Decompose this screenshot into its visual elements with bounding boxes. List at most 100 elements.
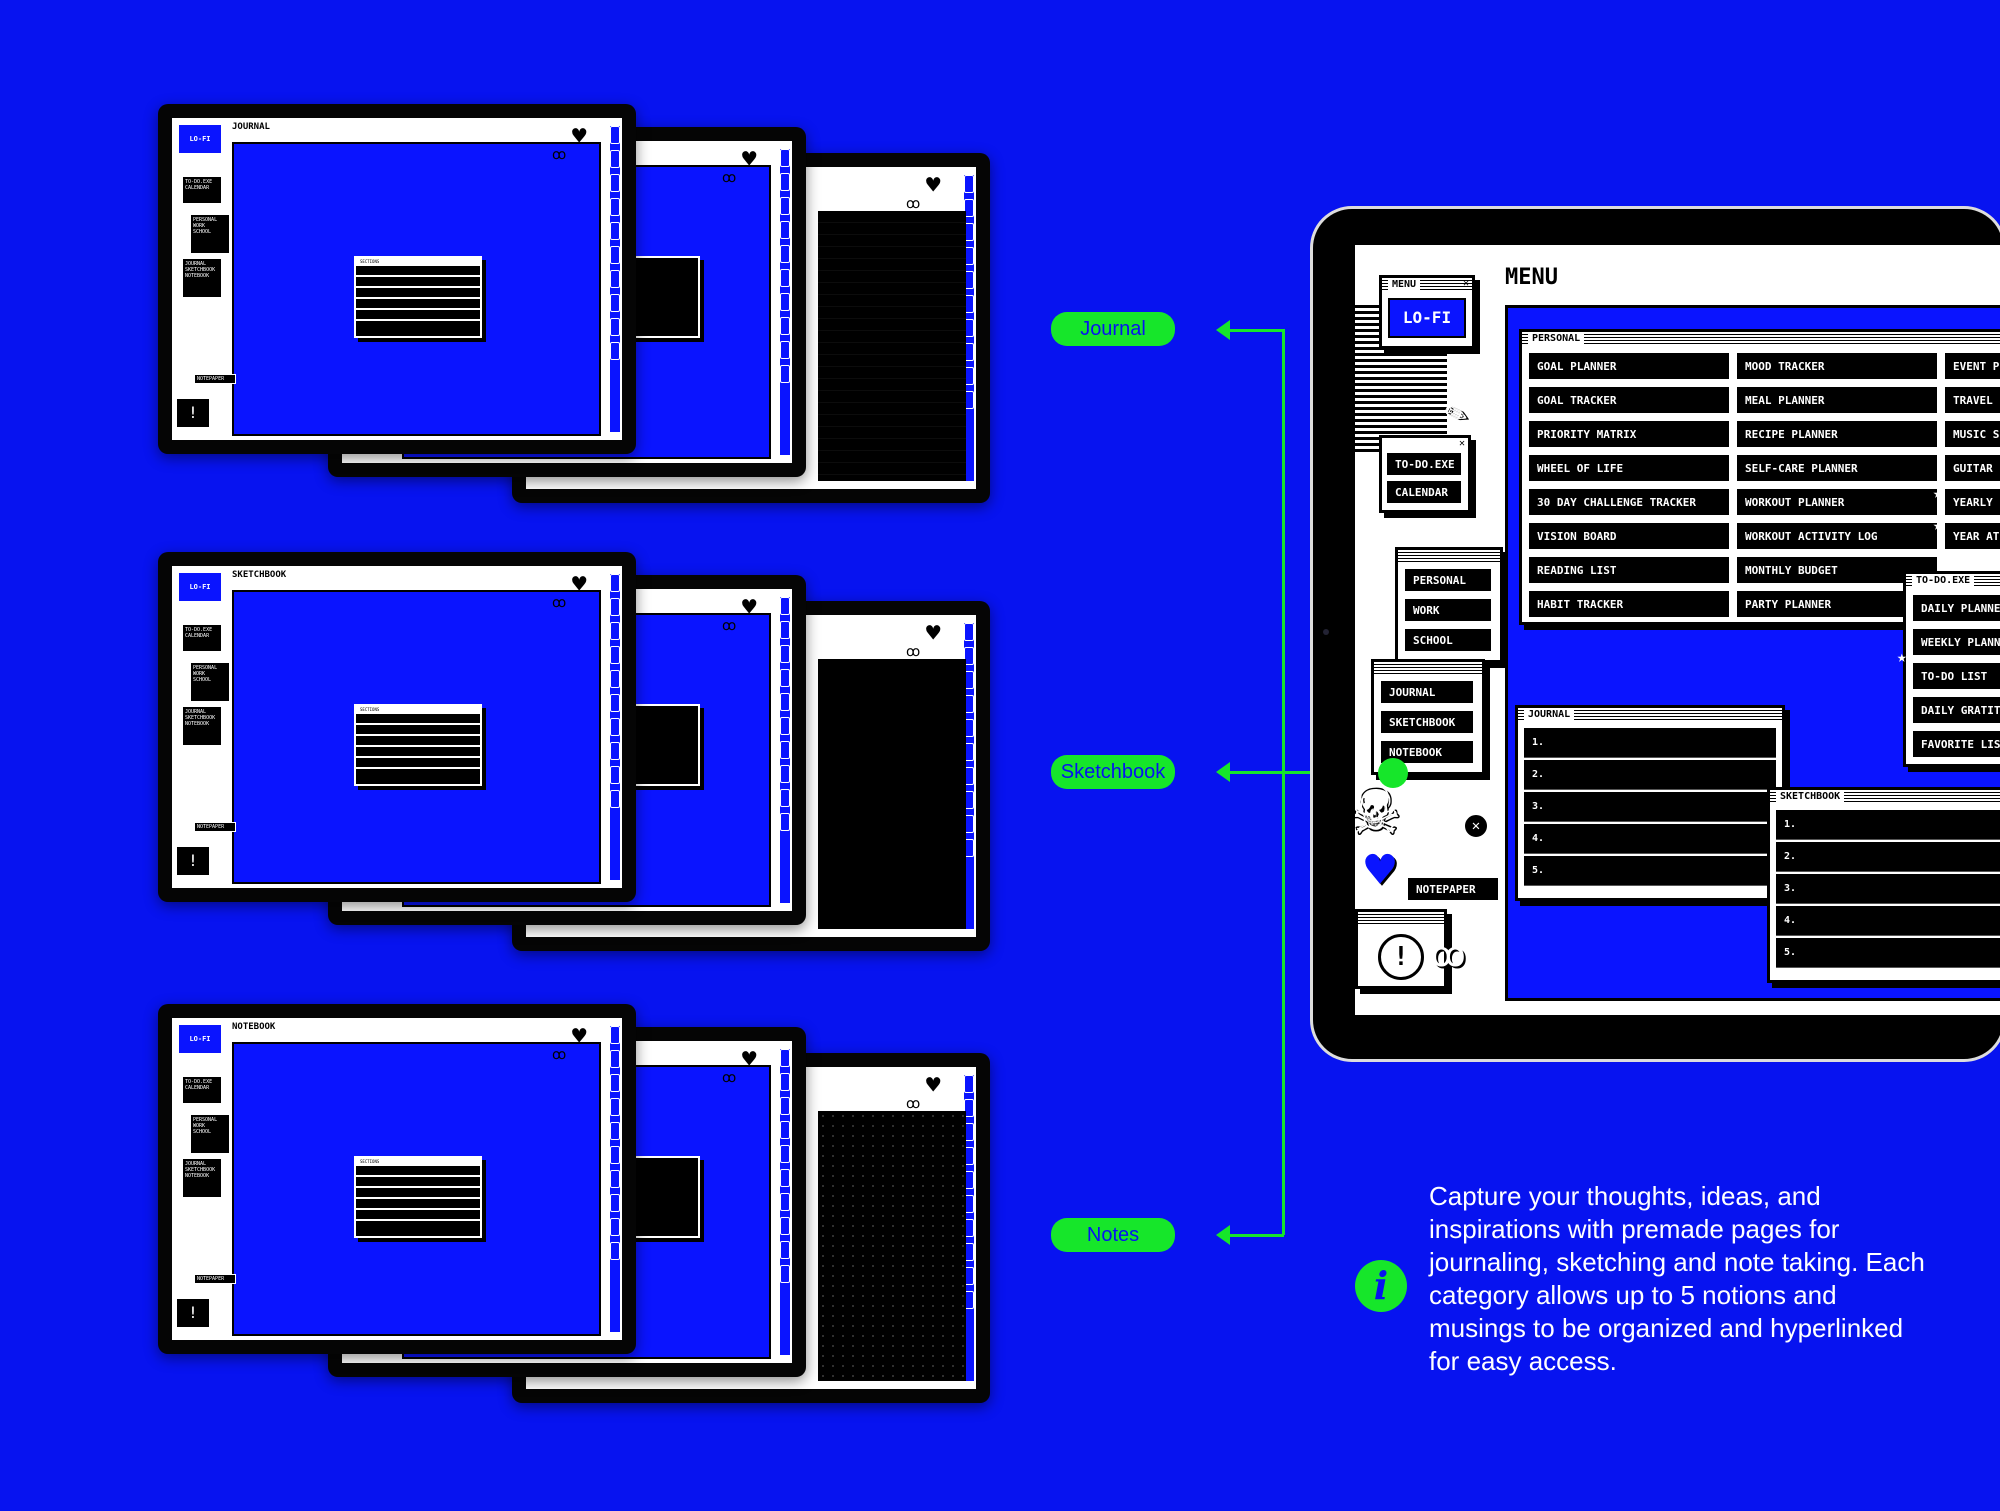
star-icon: ★ <box>1897 647 1907 666</box>
journal-row[interactable]: 1. <box>1524 728 1776 758</box>
menu-item[interactable]: GOAL PLANNER <box>1528 352 1730 380</box>
sketchbook-row[interactable]: 2. <box>1776 842 2000 872</box>
section-row[interactable] <box>356 1199 480 1210</box>
todo-item[interactable]: TO-DO LIST <box>1912 662 2000 690</box>
menu-item[interactable]: YEAR AT <box>1944 522 2000 550</box>
notepaper-button[interactable]: NOTEPAPER <box>1407 877 1499 901</box>
menu-item[interactable]: GUITAR N <box>1944 454 2000 482</box>
journal-row[interactable]: 3. <box>1524 792 1776 822</box>
heart-icon: ♥ <box>742 593 757 621</box>
menu-item[interactable]: 30 DAY CHALLENGE TRACKER <box>1528 488 1730 516</box>
skull-icon: ☠ <box>172 772 189 805</box>
todo-item[interactable]: WEEKLY PLANNER <box>1912 628 2000 656</box>
menu-item[interactable]: MUSIC SE <box>1944 420 2000 448</box>
todo-item[interactable]: DAILY GRATITU <box>1912 696 2000 724</box>
black-blank-page <box>818 659 966 929</box>
camera-dot <box>1323 629 1329 635</box>
todo-item[interactable]: FAVORITE LIST <box>1912 730 2000 758</box>
section-row[interactable] <box>356 747 480 758</box>
menu-item[interactable]: WHEEL OF LIFE <box>1528 454 1730 482</box>
pages-window-header <box>1374 662 1482 676</box>
section-row[interactable] <box>356 266 480 277</box>
heart-icon: ♥ <box>926 1071 941 1099</box>
section-row[interactable] <box>356 277 480 288</box>
journal-button[interactable]: JOURNAL <box>1380 680 1474 704</box>
menu-item[interactable]: WORKOUT PLANNER <box>1736 488 1938 516</box>
menu-item[interactable]: WORKOUT ACTIVITY LOG <box>1736 522 1938 550</box>
section-row[interactable] <box>356 299 480 310</box>
heart-icon: ♥ <box>742 145 757 173</box>
menu-item[interactable]: GOAL TRACKER <box>1528 386 1730 414</box>
section-row[interactable] <box>356 1210 480 1221</box>
menu-item[interactable]: PRIORITY MATRIX <box>1528 420 1730 448</box>
notebook-button[interactable]: NOTEBOOK <box>1380 740 1474 764</box>
personal-button[interactable]: PERSONAL <box>1404 568 1492 592</box>
journal-row[interactable]: 4. <box>1524 824 1776 854</box>
section-row[interactable] <box>356 725 480 736</box>
heart-icon: ♥ <box>926 171 941 199</box>
sketchbook-row[interactable]: 5. <box>1776 938 2000 968</box>
connector-notes <box>1226 1234 1284 1237</box>
sketchbook-row[interactable]: 1. <box>1776 810 2000 840</box>
journal-window: JOURNAL 1. 2. 3. 4. 5. <box>1515 705 1785 901</box>
journal-row[interactable]: 2. <box>1524 760 1776 790</box>
work-button[interactable]: WORK <box>1404 598 1492 622</box>
sketchbook-row[interactable]: 4. <box>1776 906 2000 936</box>
sketchbook-row[interactable]: 3. <box>1776 874 2000 904</box>
section-row[interactable] <box>356 758 480 769</box>
section-row[interactable] <box>356 1188 480 1199</box>
calendar-button[interactable]: CALENDAR <box>1386 480 1462 504</box>
menu-item[interactable]: RECIPE PLANNER <box>1736 420 1938 448</box>
cherry-icon: ꝏ <box>1431 935 1466 975</box>
menu-item[interactable]: TRAVEL P <box>1944 386 2000 414</box>
sections-header: SECTIONS <box>356 1158 480 1166</box>
cherry-icon: ꝏ <box>552 147 567 163</box>
section-row[interactable] <box>356 288 480 299</box>
alert-window-header <box>1358 912 1444 926</box>
section-row[interactable] <box>356 1177 480 1188</box>
personal-window: PERSONAL GOAL PLANNER GOAL TRACKER PRIOR… <box>1519 329 2000 625</box>
section-row[interactable] <box>356 736 480 747</box>
menu-item[interactable]: VISION BOARD <box>1528 522 1730 550</box>
journal-row[interactable]: 5. <box>1524 856 1776 886</box>
menu-item[interactable]: HABIT TRACKER <box>1528 590 1730 618</box>
info-icon: i <box>1355 1260 1407 1312</box>
menu-screen: MENU MENU ✕ LO-FI ✎ ✕ TO-DO.EXE CALENDAR… <box>1355 245 2000 1015</box>
todo-button[interactable]: TO-DO.EXE <box>1386 452 1462 476</box>
notes-label-pill[interactable]: Notes <box>1051 1218 1175 1252</box>
cherry-icon: ꝏ <box>552 595 567 611</box>
lofi-window[interactable]: MENU ✕ LO-FI <box>1379 275 1475 349</box>
menu-item[interactable]: SELF-CARE PLANNER <box>1736 454 1938 482</box>
menu-item[interactable]: READING LIST <box>1528 556 1730 584</box>
connector-sketchbook <box>1226 771 1392 774</box>
sketchbook-label-pill[interactable]: Sketchbook <box>1051 755 1175 789</box>
heart-icon: ♥ <box>1365 841 1396 899</box>
menu-item[interactable]: MOOD TRACKER <box>1736 352 1938 380</box>
menu-item[interactable]: MEAL PLANNER <box>1736 386 1938 414</box>
sketchbook-button[interactable]: SKETCHBOOK <box>1380 710 1474 734</box>
close-icon[interactable]: ✕ <box>1458 438 1465 449</box>
section-row[interactable] <box>356 714 480 725</box>
menu-item[interactable]: YEARLY G <box>1944 488 2000 516</box>
alert-window[interactable]: ! <box>1355 909 1447 989</box>
pages-window: JOURNAL SKETCHBOOK NOTEBOOK <box>1371 659 1485 775</box>
lofi-badge[interactable]: LO-FI <box>1388 298 1466 338</box>
thumbnail-tab-strip <box>780 1049 790 1355</box>
section-row[interactable] <box>356 1166 480 1177</box>
todo-list-window: TO-DO.EXE DAILY PLANNER WEEKLY PLANNER T… <box>1903 571 2000 767</box>
menu-item[interactable]: EVENT PL <box>1944 352 2000 380</box>
section-row[interactable] <box>356 310 480 321</box>
school-button[interactable]: SCHOOL <box>1404 628 1492 652</box>
close-circle-icon[interactable]: ✕ <box>1463 813 1489 839</box>
journal-label-pill[interactable]: Journal <box>1051 312 1175 346</box>
todo-item[interactable]: DAILY PLANNER <box>1912 594 2000 622</box>
close-icon[interactable]: ✕ <box>1462 278 1469 289</box>
